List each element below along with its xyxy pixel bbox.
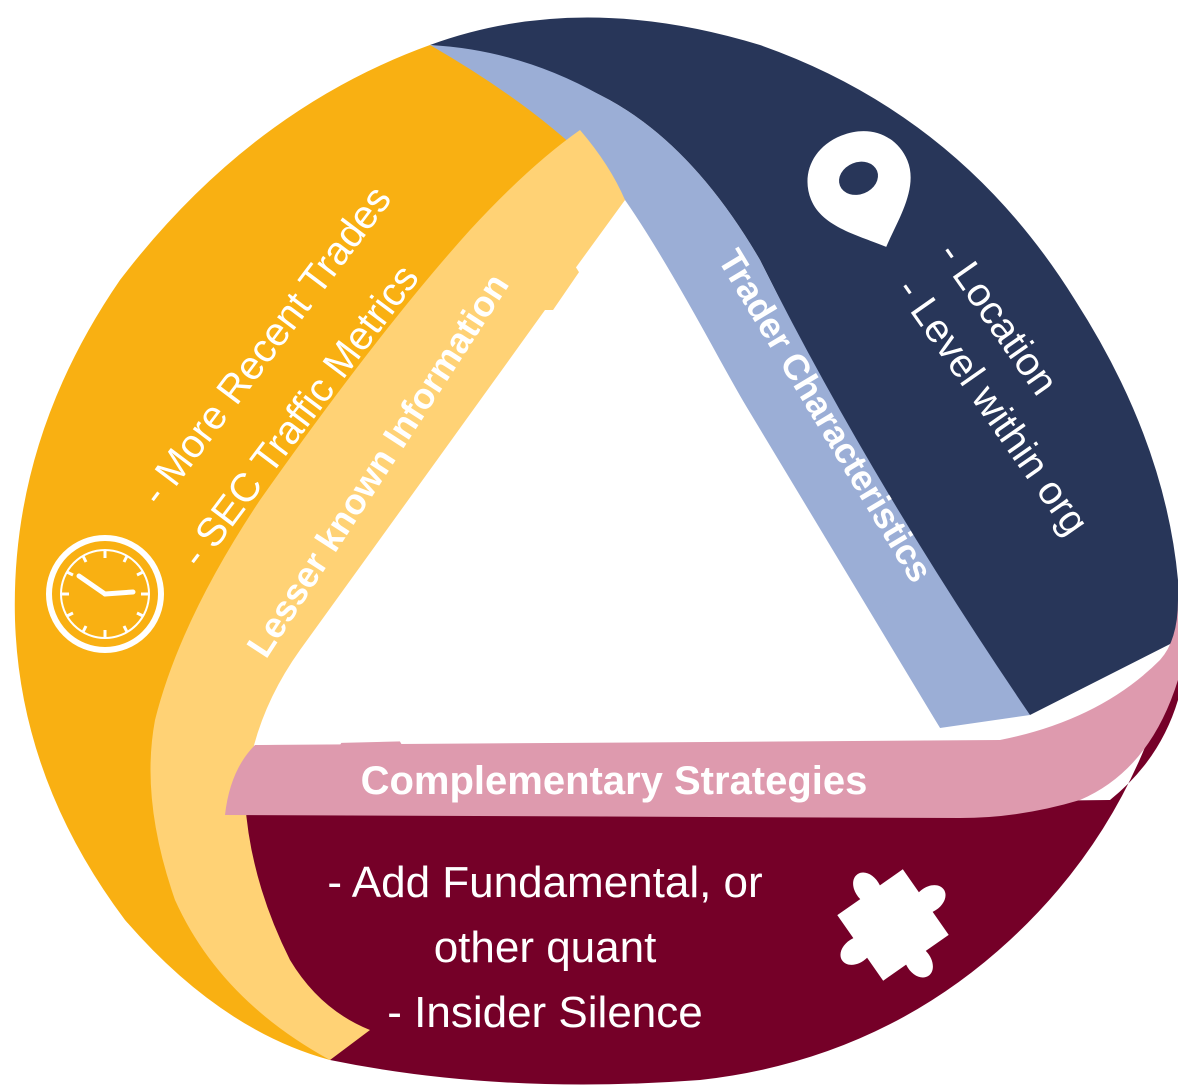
complementary-item-other-quant: other quant (434, 923, 657, 972)
puzzle-piece-icon (837, 869, 949, 981)
center-triangle (255, 205, 940, 745)
complementary-ribbon (225, 600, 1178, 818)
trader-segment (430, 17, 1178, 715)
complementary-item-add-fundamental: - Add Fundamental, or (327, 858, 762, 907)
complementary-item-insider-silence: - Insider Silence (387, 988, 702, 1037)
trader-ribbon (430, 45, 1030, 728)
clock-icon (46, 535, 164, 653)
lesser-ribbon (150, 130, 625, 1060)
complementary-segment (215, 640, 1178, 1085)
complementary-ribbon-label: Complementary Strategies (361, 759, 868, 803)
location-pin-icon (807, 131, 911, 247)
